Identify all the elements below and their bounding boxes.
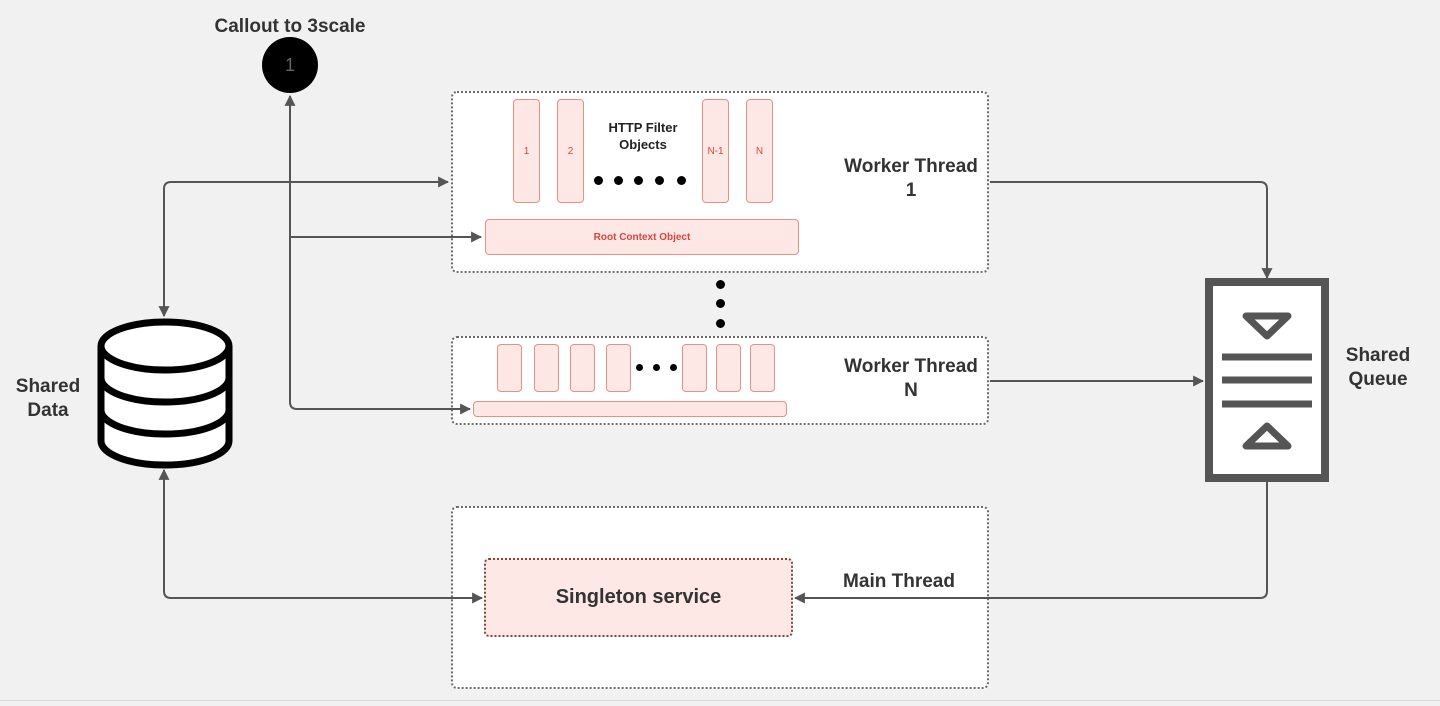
- ellipsis-dot: [716, 280, 725, 289]
- http-filter-object: [497, 344, 522, 392]
- ellipsis-dot: [653, 364, 660, 371]
- http-filter-object: 2: [557, 99, 584, 203]
- http-filter-object: [606, 344, 631, 392]
- ellipsis-dot: [716, 299, 725, 308]
- callout-number-badge: 1: [262, 37, 318, 93]
- connector-callout-to-3scale: [284, 94, 472, 415]
- database-icon: [97, 318, 233, 469]
- ellipsis-dot: [655, 176, 664, 185]
- http-filter-object: [716, 344, 741, 392]
- http-filter-object: N: [746, 99, 773, 203]
- shared-queue-label: Shared Queue: [1345, 345, 1411, 390]
- http-filter-object: [534, 344, 559, 392]
- queue-icon: [1205, 278, 1329, 482]
- connector-worker-1-queue: [990, 181, 1273, 280]
- ellipsis-dot: [677, 176, 686, 185]
- root-context-object: Root Context Object: [485, 219, 799, 255]
- callout-title: Callout to 3scale: [214, 16, 366, 37]
- ellipsis-dot: [614, 176, 623, 185]
- connector-shared-data-singleton: [158, 468, 484, 604]
- ellipsis-dot: [636, 364, 643, 371]
- ellipsis-dot: [716, 319, 725, 328]
- ellipsis-dot: [634, 176, 643, 185]
- worker-thread-n-label: Worker Thread N: [844, 356, 978, 401]
- http-filter-object: 1: [513, 99, 540, 203]
- ellipsis-dot: [670, 364, 677, 371]
- root-context-object: [473, 401, 787, 417]
- http-filter-objects-title: HTTP Filter Objects: [608, 120, 678, 152]
- connector-shared-data-worker-1: [158, 176, 450, 318]
- ellipsis-dot: [594, 176, 603, 185]
- shared-data-label: Shared Data: [15, 376, 81, 421]
- http-filter-object: [682, 344, 707, 392]
- http-filter-object: [750, 344, 775, 392]
- main-thread-label: Main Thread: [843, 571, 955, 592]
- page-bottom-divider: [0, 700, 1440, 701]
- worker-thread-1-label: Worker Thread 1: [844, 156, 978, 201]
- http-filter-object: N-1: [702, 99, 729, 203]
- http-filter-object: [570, 344, 595, 392]
- singleton-service-box: Singleton service: [484, 558, 793, 637]
